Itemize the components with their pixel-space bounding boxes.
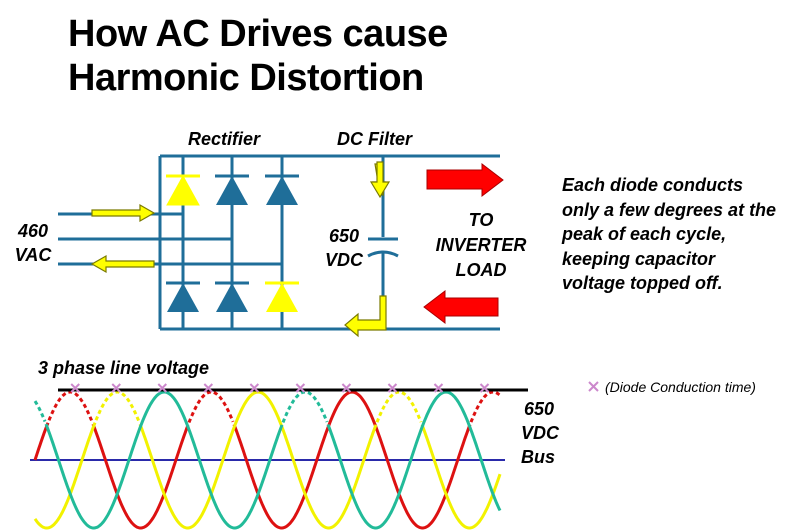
return-current-arrow (90, 254, 155, 274)
load-arrows (423, 162, 504, 325)
rectifier-label: Rectifier (188, 129, 261, 149)
dc-filter-label: DC Filter (337, 129, 413, 149)
return-bend-arrow (344, 295, 387, 338)
three-phase-waveform (30, 383, 528, 530)
note-line-5: voltage topped off. (562, 273, 723, 293)
input-current-arrow (91, 203, 156, 223)
phase-3-wave-dashed-segment-1 (281, 390, 329, 423)
title-line-2: Harmonic Distortion (68, 57, 424, 99)
input-voltage-value: 460 (17, 221, 49, 241)
input-voltage-label: 460 VAC (10, 219, 56, 267)
diode-bridge (166, 174, 299, 312)
diode-bottom-3 (265, 281, 299, 312)
bus-label-name: Bus (521, 447, 556, 467)
capacitor-voltage-label: 650 VDC (318, 224, 370, 272)
bus-label-value: 650 (524, 399, 555, 419)
load-label-line-3: LOAD (455, 260, 507, 280)
from-load-arrow (423, 289, 499, 325)
conduction-marker (387, 383, 398, 393)
note-line-1: Each diode conducts (562, 175, 744, 195)
capacitor-voltage-value: 650 (328, 226, 360, 246)
note-line-2: only a few degrees at the (562, 199, 777, 220)
dc-filter-down-arrow-shaft (369, 161, 391, 199)
phase-1-wave-segment-1 (91, 423, 190, 530)
diode-top-3 (265, 174, 299, 205)
diode-top-2 (215, 174, 249, 205)
phase-1-wave-dashed-segment-2 (469, 390, 501, 423)
phase-1-wave-segment-2 (232, 390, 472, 530)
three-phase-label: 3 phase line voltage (38, 358, 210, 378)
bus-label-unit: VDC (521, 423, 560, 443)
conduction-marker (295, 383, 306, 393)
load-label-line-2: INVERTER (435, 235, 527, 255)
phase-2-wave-dashed-segment-1 (375, 390, 423, 423)
phase-2-wave-dashed-segment-0 (94, 390, 141, 423)
title-line-1: How AC Drives cause (68, 13, 448, 55)
input-voltage-unit: VAC (14, 245, 52, 265)
conduction-marker (479, 383, 490, 393)
phase-2-wave-segment-2 (420, 424, 502, 530)
phase-1-wave-dashed-segment-0 (47, 390, 94, 423)
page-title: How AC Drives cause Harmonic Distortion (68, 12, 448, 100)
phase-3-wave-segment-1 (326, 390, 502, 530)
dc-bus-label: 650 VDC Bus (521, 397, 559, 469)
conduction-marker (203, 383, 214, 393)
phase-3-wave-segment-0 (44, 390, 284, 530)
conduction-marker (249, 383, 260, 393)
load-label-line-1: TO (468, 210, 494, 230)
note-line-4: keeping capacitor (562, 248, 716, 269)
phase-1-wave-segment-0 (33, 422, 50, 461)
conduction-marker (111, 383, 121, 393)
diode-bottom-1 (166, 281, 200, 312)
phase-3-wave-dashed-segment-0 (33, 400, 47, 423)
conduction-legend-label: (Diode Conduction time) (605, 379, 756, 395)
conduction-marker (157, 383, 167, 393)
diode-top-1 (166, 174, 200, 206)
phase-1-wave-dashed-segment-1 (187, 390, 235, 424)
inverter-load-label: TO INVERTER LOAD (421, 208, 541, 283)
conduction-marker (433, 383, 444, 393)
conduction-marker (70, 383, 80, 393)
diode-explanation-note: Each diode conducts only a few degrees a… (562, 173, 776, 296)
current-flow-arrows (90, 161, 391, 338)
to-load-arrow (426, 162, 504, 198)
phase-2-wave-segment-0 (33, 422, 97, 530)
capacitor-voltage-unit: VDC (324, 250, 363, 270)
note-line-3: peak of each cycle, (562, 224, 727, 244)
diode-bottom-2 (215, 281, 249, 312)
conduction-marker (341, 383, 352, 393)
conduction-legend-marker (588, 381, 599, 392)
